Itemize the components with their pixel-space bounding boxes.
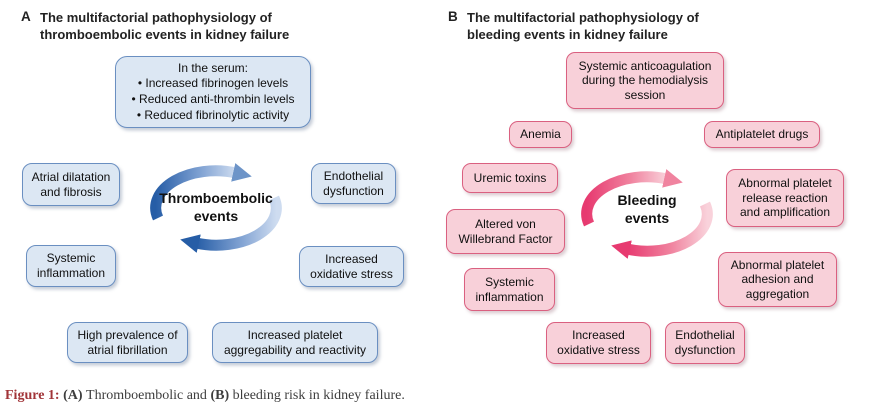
factor-box-von-willebrand: Altered von Willebrand Factor xyxy=(446,209,565,254)
caption-b-marker: (B) xyxy=(210,388,230,403)
serum-bullet-3: • Reduced fibrinolytic activity xyxy=(136,107,290,122)
serum-bullet-1: • Increased fibrinogen levels xyxy=(137,76,289,91)
panel-a-label: A xyxy=(21,9,31,24)
factor-box-antiplatelet-drugs: Antiplatelet drugs xyxy=(704,121,820,148)
caption-a-marker: (A) xyxy=(59,388,87,403)
serum-bullet-2: • Reduced anti-thrombin levels xyxy=(131,92,295,106)
factor-box-atrial-fibrillation: High prevalence of atrial fibrillation xyxy=(67,322,188,363)
factor-box-oxidative-stress-b: Increased oxidative stress xyxy=(546,322,651,364)
factor-box-serum: In the serum: • Increased fibrinogen lev… xyxy=(115,56,311,128)
caption-b-text: bleeding risk in kidney failure. xyxy=(229,388,405,403)
thromboembolic-events-label: Thromboembolic events xyxy=(159,190,273,224)
factor-box-systemic-inflammation-b: Systemic inflammation xyxy=(464,268,555,311)
bleeding-cycle-arrows-icon xyxy=(581,169,713,259)
factor-box-oxidative-stress-a: Increased oxidative stress xyxy=(299,246,404,287)
panel-a-title: The multifactorial pathophysiology of th… xyxy=(40,10,290,43)
bleeding-events-label: Bleeding events xyxy=(617,192,677,226)
figure-caption: Figure 1: (A) Thromboembolic and (B) ble… xyxy=(5,388,405,404)
thromboembolic-cycle-arrows-icon xyxy=(150,163,282,253)
panel-b-title: The multifactorial pathophysiology of bl… xyxy=(467,10,699,43)
serum-heading: In the serum: xyxy=(177,60,249,75)
caption-a-text: Thromboembolic and xyxy=(86,388,211,403)
factor-box-systemic-anticoagulation: Systemic anticoagulation during the hemo… xyxy=(566,52,724,109)
factor-box-platelet-release-reaction: Abnormal platelet release reaction and a… xyxy=(726,169,844,227)
factor-box-platelet-aggregability: Increased platelet aggregability and rea… xyxy=(212,322,378,363)
panel-b-label: B xyxy=(448,9,458,24)
factor-box-platelet-adhesion: Abnormal platelet adhesion and aggregati… xyxy=(718,252,837,307)
factor-box-endothelial-dysfunction-a: Endothelial dysfunction xyxy=(311,163,396,204)
factor-box-systemic-inflammation-a: Systemic inflammation xyxy=(26,245,116,287)
factor-box-atrial-dilatation: Atrial dilatation and fibrosis xyxy=(22,163,120,206)
factor-box-anemia: Anemia xyxy=(509,121,572,148)
factor-box-endothelial-dysfunction-b: Endothelial dysfunction xyxy=(665,322,745,364)
factor-box-uremic-toxins: Uremic toxins xyxy=(462,163,558,193)
caption-figure-number: Figure 1: xyxy=(5,388,60,403)
